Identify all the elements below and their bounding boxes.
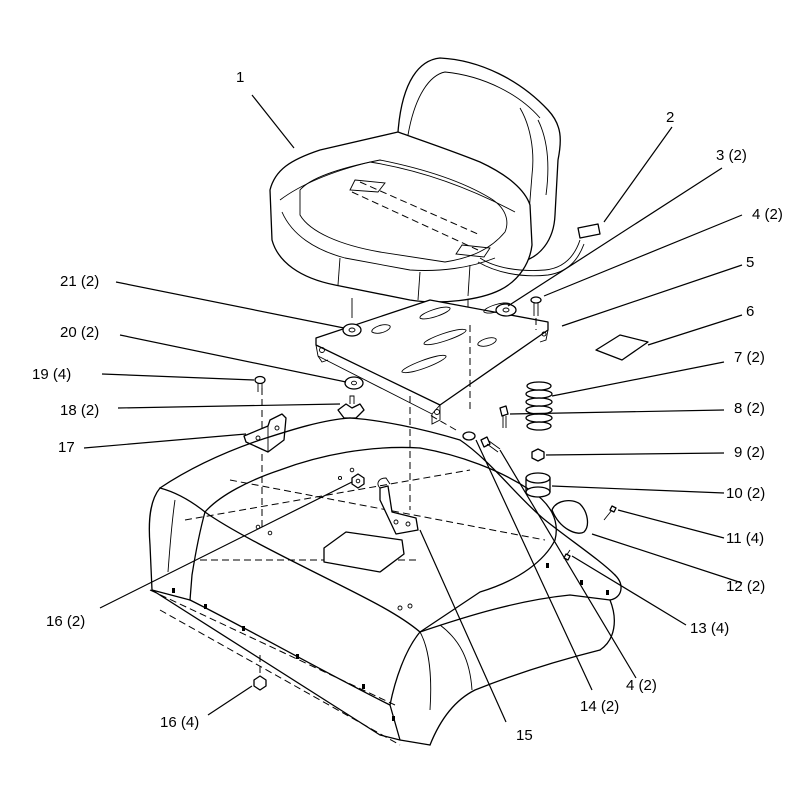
callout-2: 2 — [666, 109, 674, 126]
carriage-bolt-19 — [254, 375, 266, 392]
washer-4-lower — [462, 431, 476, 441]
callout-13: 13 (4) — [690, 620, 729, 637]
callout-16-upper: 16 (2) — [46, 613, 85, 630]
seat-bracket-left — [243, 413, 287, 453]
callout-16-lower: 16 (4) — [160, 714, 199, 731]
spacer-washer-right — [495, 303, 517, 317]
spring — [525, 381, 553, 431]
callout-19: 19 (4) — [32, 366, 71, 383]
alignment-line — [429, 414, 457, 431]
callout-18: 18 (2) — [60, 402, 99, 419]
callout-15: 15 — [516, 727, 533, 744]
callout-20: 20 (2) — [60, 324, 99, 341]
fender-deck — [148, 417, 622, 746]
seat-knob — [337, 395, 365, 419]
callout-12: 12 (2) — [726, 578, 765, 595]
flange-nut-lower — [253, 675, 267, 691]
callout-3: 3 (2) — [716, 147, 747, 164]
seat-plate — [315, 299, 549, 425]
screw-13 — [563, 549, 571, 561]
callout-10: 10 (2) — [726, 485, 765, 502]
disc-12 — [551, 499, 589, 534]
seat — [269, 57, 601, 322]
callout-8: 8 (2) — [734, 400, 765, 417]
nut-9 — [531, 448, 545, 462]
carriage-bolt-top — [530, 296, 542, 330]
plate-6 — [595, 334, 649, 361]
callout-7: 7 (2) — [734, 349, 765, 366]
bumper-10 — [525, 472, 551, 498]
bolt-8 — [499, 405, 509, 428]
callout-labels: 1 2 3 (2) 4 (2) 5 6 7 (2) 8 (2) 9 (2) 10… — [32, 69, 783, 744]
callout-9: 9 (2) — [734, 444, 765, 461]
leader-lines — [83, 94, 743, 723]
flat-washer — [344, 376, 364, 390]
flange-nut-upper — [351, 473, 365, 489]
callout-21: 21 (2) — [60, 273, 99, 290]
bolt-14 — [480, 436, 501, 453]
callout-1: 1 — [236, 69, 244, 86]
callout-17: 17 — [58, 439, 75, 456]
callout-11: 11 (4) — [726, 530, 764, 547]
spacer-washer-left — [342, 323, 362, 337]
callout-14: 14 (2) — [580, 698, 619, 715]
screw-11 — [603, 505, 617, 521]
callout-4-top: 4 (2) — [752, 206, 783, 223]
callout-6: 6 — [746, 303, 754, 320]
callout-4-bottom: 4 (2) — [626, 677, 657, 694]
callout-5: 5 — [746, 254, 754, 271]
